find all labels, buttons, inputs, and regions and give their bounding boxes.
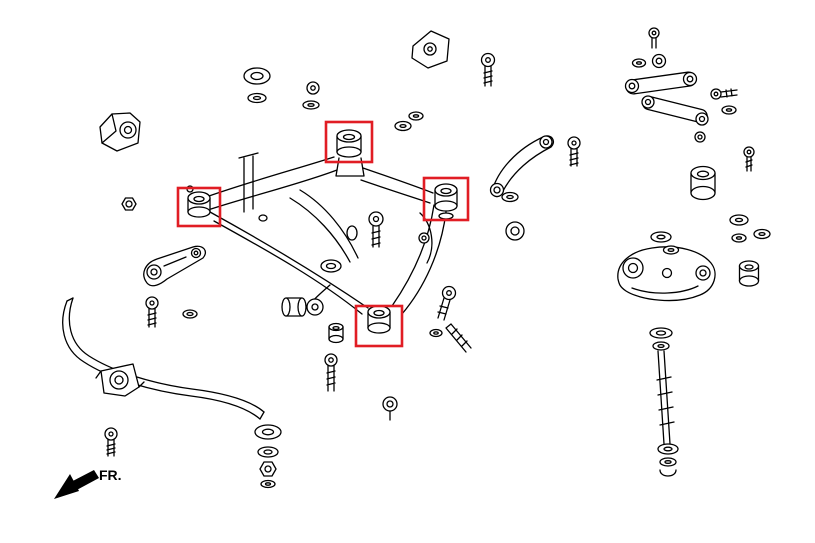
highlight-subframe-front-bushing [324, 120, 374, 164]
bracket-top [411, 30, 450, 69]
bushing-cylinder-right [690, 165, 716, 201]
lateral-link-lower [641, 95, 709, 126]
bracket-arm-left [143, 245, 207, 287]
bolt-diagonal-right [437, 285, 457, 321]
stabilizer-bracket-bolt [104, 427, 118, 457]
washer-mid-right [501, 191, 519, 203]
front-direction-indicator: FR. [54, 467, 122, 499]
bolt-top-center [302, 81, 320, 110]
subframe-left-bushing [186, 185, 211, 218]
washers-right [729, 214, 749, 243]
highlight-subframe-right-bushing [422, 176, 470, 222]
bolt-horizontal-topright [710, 88, 738, 100]
ring-center [320, 259, 342, 273]
washers-above-arm [650, 231, 680, 255]
subframe-right-bushing [434, 183, 458, 212]
washers-top-right [394, 111, 424, 132]
stabilizer-bar-bracket [95, 363, 145, 397]
bolt-small-topright [648, 27, 660, 49]
bolt-left-lower [145, 296, 159, 328]
bolt-upper-right [480, 52, 496, 87]
bushing-small-center [328, 322, 344, 344]
stud-diagonal-right [445, 323, 472, 353]
bolt-right-mid [567, 136, 581, 167]
highlight-subframe-left-bushing [176, 186, 222, 228]
upper-links-cluster [624, 27, 738, 143]
subframe-rear-bushing [367, 305, 391, 334]
mount-bracket-left [99, 112, 141, 152]
bolt-bushing-horizontal [281, 297, 324, 317]
direction-arrow-icon [54, 474, 79, 499]
subframe-front-bushing [336, 129, 362, 158]
stabilizer-bar [62, 297, 265, 457]
bushing-mid-right [505, 221, 525, 241]
nut-left [121, 197, 137, 211]
bolt-far-right [743, 146, 755, 172]
washer-stack-bottom [254, 424, 282, 489]
bolt-center [368, 211, 384, 248]
highlight-subframe-rear-bushing [354, 304, 404, 348]
washer-diagonal [429, 328, 443, 338]
stabilizer-end-link [649, 327, 679, 477]
washer-left-small [182, 309, 198, 319]
bushing-right-lower [738, 260, 760, 287]
bushing-stem-bottom [382, 396, 398, 421]
washer-right-lower [753, 228, 771, 240]
lower-control-arm [617, 246, 716, 302]
bushing-top-left [243, 67, 271, 104]
lateral-link-upper [624, 71, 698, 95]
curved-lateral-arm [489, 135, 555, 198]
direction-label: FR. [99, 467, 122, 483]
bolt-bottom-center [324, 353, 338, 392]
